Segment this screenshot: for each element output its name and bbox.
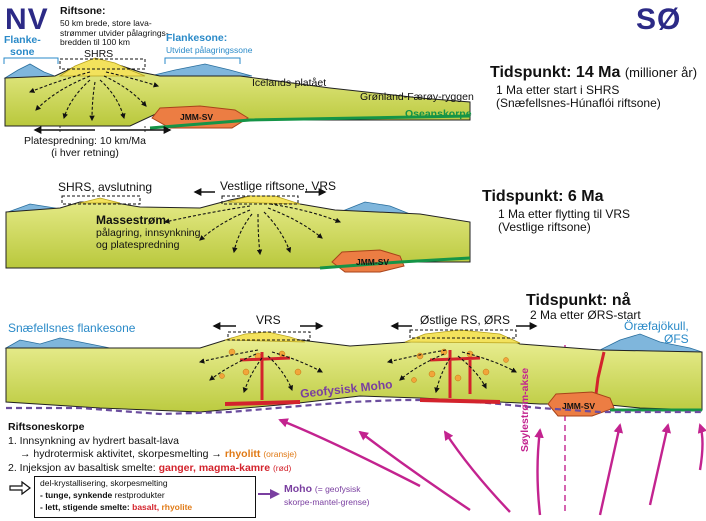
time-6ma-sub: 1 Ma etter flytting til VRS (Vestlige ri… (498, 207, 631, 235)
legend-title: Riftsoneskorpe (8, 421, 85, 433)
corner-so: SØ (636, 3, 682, 36)
flank-right-1 (149, 63, 253, 77)
legend-moho-title: Moho (284, 483, 312, 495)
legend-box-line1: del-krystallisering, skorpesmelting (40, 478, 168, 488)
time-now-sub: 2 Ma etter ØRS-start (530, 308, 641, 322)
riftsone-desc-3: bredden til 100 km (60, 37, 130, 48)
lava-mound-2a (79, 197, 121, 204)
jmm-label-2: JMM-SV (356, 257, 390, 267)
riftsone-desc: 50 km brede, store lava- strømmer utvide… (60, 18, 169, 48)
legend-item2-text: 2. Injeksjon av basaltisk smelte: (8, 462, 156, 474)
legend-ganger: ganger, magma-kamre (158, 462, 271, 474)
ors-box-3 (409, 329, 517, 339)
time-now-title: Tidspunkt: nå (526, 292, 631, 309)
legend-item2: 2. Injeksjon av basaltisk smelte: ganger… (8, 462, 292, 475)
flankesone-right-title: Flankesone: (166, 32, 228, 44)
flankesone-left-line1: Flanke- (4, 34, 41, 46)
oceanic-crust-2 (319, 256, 471, 270)
time-14ma-title: Tidspunkt: 14 Ma (490, 64, 621, 81)
lava-mound-3b (404, 329, 521, 344)
oraefa-line1: Öræfajökull, (624, 319, 689, 333)
oseanskorpe: Oseanskorpe (405, 108, 472, 120)
oraefa-line2: ØFS (664, 332, 689, 347)
rhyolite-blobs (219, 348, 509, 383)
snaefellsnes-label: Snæfellsnes flankesone (8, 321, 136, 335)
legend-box-line2b: restprodukter (114, 490, 165, 500)
legend-rhyolitt-note: (oransje) (263, 449, 297, 459)
corner-nv: NV (5, 3, 49, 36)
riftsone-title: Riftsone: (60, 5, 106, 17)
legend-box (34, 476, 256, 518)
time-6ma-sub2: (Vestlige riftsone) (498, 220, 591, 235)
flank-bracket-right-1 (164, 57, 241, 64)
vrs-label-3: VRS (256, 313, 281, 327)
time-14ma-sub2: (Snæfellsnes-Húnaflói riftsone) (496, 96, 661, 111)
legend-basalt: basalt, (132, 502, 160, 512)
oraefa-label: Öræfajökull, ØFS (624, 319, 689, 347)
massestrom-desc-2: og platespredning (96, 238, 180, 251)
moho-line (6, 398, 702, 416)
flow-arrows-2 (163, 203, 342, 256)
ors-label-3: Østlige RS, ØRS (420, 313, 511, 327)
legend-rhyolite: rhyolite (161, 502, 193, 512)
panel-14ma (3, 57, 471, 134)
legend-box-line2: - tunge, synkende restprodukter (40, 490, 165, 501)
time-14ma-unit: (millioner år) (624, 65, 698, 80)
legend-box-line3: - lett, stigende smelte: basalt, rhyolit… (40, 502, 193, 513)
gronland-faroy: Grønland-Færøy-ryggen (360, 91, 474, 103)
shrs-end-label: SHRS, avslutning (58, 180, 153, 194)
box-arrow (9, 480, 31, 496)
time-14ma-sub1: 1 Ma etter start i SHRS (496, 83, 620, 97)
vrs-box-2 (221, 195, 299, 205)
time-6ma-sub1: 1 Ma etter flytting til VRS (498, 207, 631, 221)
flankesone-left-line2: sone (10, 45, 35, 58)
time-14ma-sub: 1 Ma etter start i SHRS (Snæfellsnes-Hún… (496, 83, 661, 111)
panel-now (4, 322, 706, 516)
legend-moho: Moho (= geofysisk (284, 483, 361, 496)
platespredning: Platespredning: 10 km/Ma (i hver retning… (24, 135, 146, 160)
riftsone-desc-1: 50 km brede, store lava- (60, 18, 152, 28)
plume-arrows (278, 418, 706, 516)
legend-box-line2a: - tunge, synkende (40, 490, 113, 500)
flankesone-right-desc: Utvidet pålagringssone (166, 45, 253, 55)
flankesone-left-label: Flanke- sone (4, 34, 41, 59)
riftsone-desc-2: strømmer utvider pålagrings- (60, 27, 169, 38)
vrs-label-2: Vestlige riftsone, VRS (220, 179, 337, 193)
shrs-label-1: SHRS (84, 48, 114, 60)
red-chambers (225, 398, 500, 406)
vrs-box-3 (227, 331, 311, 341)
flank-bracket-left-1 (3, 57, 59, 64)
jmm-label-3: JMM-SV (562, 401, 596, 411)
time-6ma-title: Tidspunkt: 6 Ma (482, 188, 604, 205)
massestrom-desc: pålagring, innsynkning og platespredning (96, 227, 201, 252)
legend-box-line3a: - lett, stigende smelte: (40, 502, 130, 512)
massestrom-title: Massestrøm (96, 213, 167, 227)
legend-item1b: → hydrotermisk aktivitet, skorpesmelting… (20, 448, 297, 461)
legend-moho-desc1: (= geofysisk (314, 484, 361, 494)
legend-moho-desc2: skorpe-mantel-grense) (284, 497, 370, 507)
panel-6ma (5, 188, 471, 273)
flank-left-3 (4, 337, 111, 349)
icelands-plataet: Icelands-platået (252, 77, 327, 89)
massestrom-desc-1: pålagring, innsynkning (96, 227, 201, 239)
plume-axis-label: Søylestrøm-akse (519, 367, 531, 452)
legend-ganger-note: (rød) (272, 463, 292, 473)
platespredning-1: Platespredning: 10 km/Ma (24, 135, 146, 147)
legend-item1a: 1. Innsynkning av hydrert basalt-lava (8, 435, 180, 447)
legend-rhyolitt: rhyolitt (224, 448, 261, 460)
lava-mound-1 (58, 57, 146, 77)
flow-arrows-1 (28, 71, 160, 122)
platespredning-2: (i hver retning) (51, 146, 119, 159)
riftsone-box-1 (59, 58, 146, 70)
jmm-block-3 (547, 391, 615, 417)
oceanic-crust-1 (149, 114, 471, 130)
jmm-label-1: JMM-SV (180, 112, 214, 122)
shrs-box-2 (61, 195, 141, 205)
time-14ma: Tidspunkt: 14 Ma (millioner år) (490, 64, 697, 82)
spreading-dash-1 (59, 126, 146, 134)
flow-arrows-3 (198, 349, 517, 394)
legend-item1b-text: → hydrotermisk aktivitet, skorpesmelting… (20, 448, 222, 460)
